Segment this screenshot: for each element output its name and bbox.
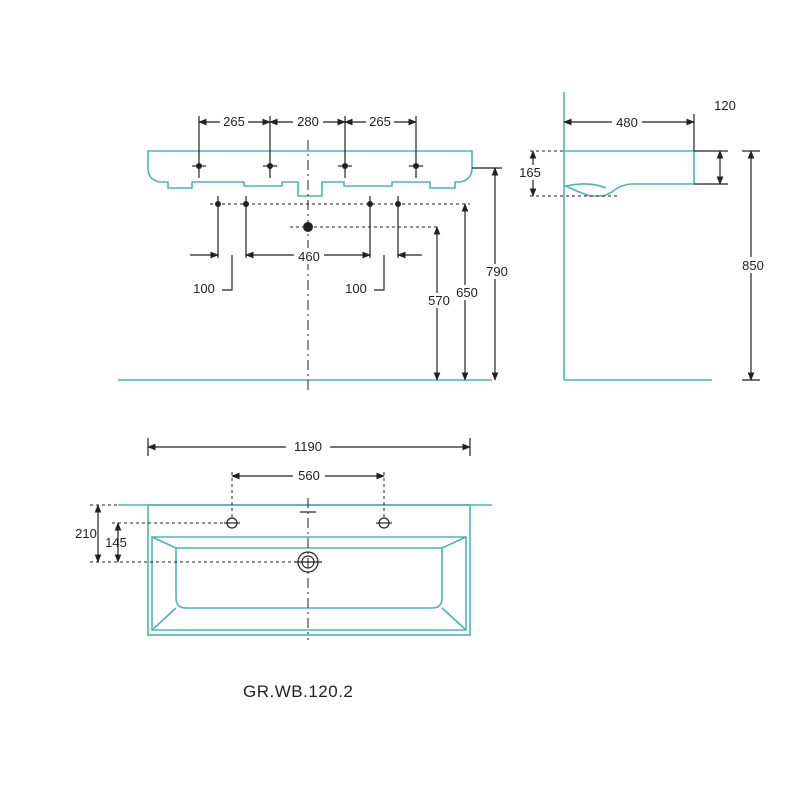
dim-height-650: 650 (456, 285, 478, 300)
top-bowl-inner (175, 547, 443, 609)
dim-tap-mid: 280 (297, 114, 319, 129)
dim-depth-145: 145 (105, 535, 127, 550)
dim-offset-left: 100 (193, 281, 215, 296)
top-bowl-outer (151, 536, 467, 631)
dim-total-850: 850 (742, 258, 764, 273)
top-view: 1190 560 (75, 438, 492, 640)
front-view: 265 280 265 460 100 100 (118, 113, 512, 390)
dim-width-1190: 1190 (294, 439, 322, 454)
front-basin-outline (147, 150, 473, 197)
dim-depth-210: 210 (75, 526, 97, 541)
side-basin-outline (564, 150, 695, 197)
top-tap-holes (224, 511, 392, 529)
side-view: 480 165 120 850 (516, 92, 768, 381)
model-code: GR.WB.120.2 (243, 682, 353, 701)
dim-waste-span: 460 (298, 249, 320, 264)
top-basin-outline (147, 504, 471, 636)
dim-tap-right: 265 (369, 114, 391, 129)
tap-hole-markers (192, 116, 423, 178)
connection-markers (210, 196, 470, 258)
dim-height-790: 790 (486, 264, 508, 279)
dim-depth-480: 480 (616, 115, 638, 130)
dim-height-570: 570 (428, 293, 450, 308)
dim-bowl-165: 165 (519, 165, 541, 180)
dim-tap-spacing-560: 560 (298, 468, 320, 483)
drain-icon (294, 551, 322, 573)
dim-thickness-120: 120 (714, 98, 736, 113)
dim-offset-right: 100 (345, 281, 367, 296)
dim-tap-left: 265 (223, 114, 245, 129)
